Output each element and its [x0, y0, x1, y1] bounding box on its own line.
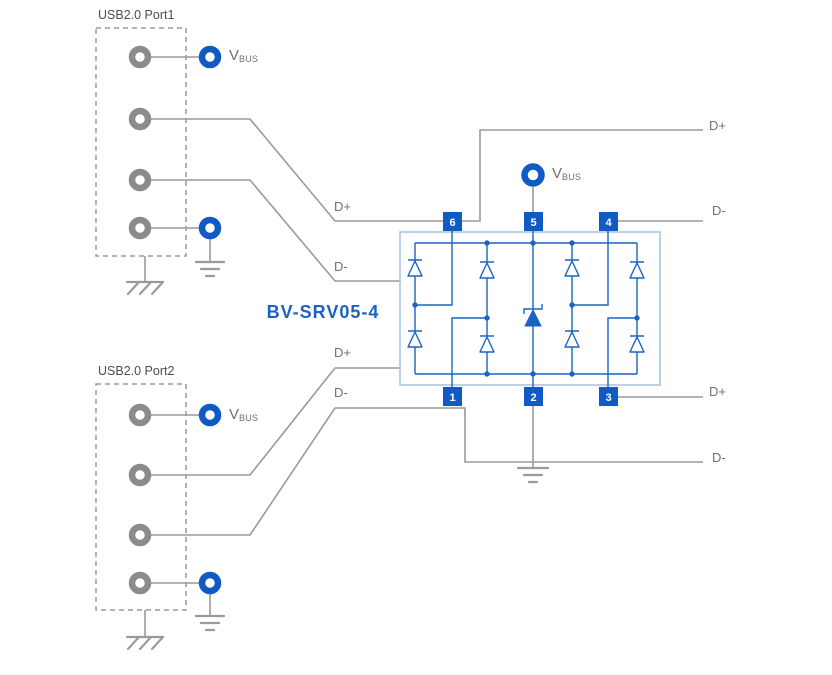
pin-number-3: 3	[605, 392, 611, 404]
diode-column-2	[479, 243, 495, 374]
ic-body	[399, 231, 661, 386]
port1-vbus-terminal	[198, 45, 222, 69]
diode-column-3	[564, 243, 580, 374]
pin-box-6	[443, 212, 462, 231]
earth-ground-port2	[194, 614, 226, 632]
port2-pin-dplus	[128, 463, 152, 487]
wire-port1-dminus	[151, 179, 401, 282]
port1-shield-terminal	[198, 216, 222, 240]
diode-column-1	[407, 243, 423, 374]
diode-icon	[407, 331, 423, 348]
diode-icon	[564, 260, 580, 277]
port1-pin-dminus	[128, 168, 152, 192]
ic-pin1-stub	[451, 317, 487, 387]
port2-shield-terminal	[198, 571, 222, 595]
label-port2-dminus: D-	[334, 385, 348, 400]
port2-connector	[95, 383, 187, 611]
pin-number-5: 5	[530, 217, 536, 229]
port2-pin-dminus	[128, 523, 152, 547]
label-port1-dplus: D+	[334, 199, 351, 214]
pin-number-1: 1	[449, 392, 455, 404]
port2-vbus-terminal	[198, 403, 222, 427]
port2-outline	[95, 383, 187, 611]
pin-box-2	[524, 387, 543, 406]
ic-part-number: BV-SRV05-4	[266, 302, 380, 322]
pin-number-4: 4	[605, 217, 612, 229]
port1-outline	[95, 27, 187, 257]
diode-column-4	[629, 243, 645, 374]
port2-pin-shield	[128, 571, 152, 595]
ic-internal-circuit	[407, 231, 645, 387]
vbus-main-text: V	[229, 47, 240, 64]
pin-box-3	[599, 387, 618, 406]
chassis-ground-port1	[125, 280, 165, 296]
diode-icon	[407, 260, 423, 277]
vbus-sub-text: BUS	[239, 413, 259, 423]
label-right-dplus-top: D+	[709, 118, 726, 133]
label-port2-dplus: D+	[334, 345, 351, 360]
ic-pin3-stub	[607, 317, 637, 387]
port1-connector	[95, 27, 187, 257]
junction-dots	[412, 240, 640, 377]
port2-title: USB2.0 Port2	[98, 364, 175, 378]
wire-port2-dminus	[151, 407, 703, 536]
vbus-main-text: V	[229, 406, 240, 423]
wire-port2-dplus	[151, 367, 401, 476]
pin-box-4	[599, 212, 618, 231]
vbus-label-port1: VBUS	[229, 47, 258, 65]
pin-number-6: 6	[449, 217, 455, 229]
port1-pin-dplus	[128, 107, 152, 131]
port2-pin-vbus	[128, 403, 152, 427]
diode-icon	[629, 336, 645, 353]
port1-title: USB2.0 Port1	[98, 8, 175, 22]
label-right-dminus-top: D-	[712, 203, 726, 218]
label-right-dplus-bottom: D+	[709, 384, 726, 399]
ic-pin6-stub	[415, 231, 453, 306]
ic-pin4-stub	[572, 231, 609, 306]
wires	[144, 56, 703, 637]
vbus-label-center: VBUS	[552, 165, 581, 183]
zener-icon	[524, 309, 542, 327]
pin-box-5	[524, 212, 543, 231]
vbus-center-terminal	[521, 163, 545, 187]
pin-number-2: 2	[530, 392, 536, 404]
port1-pin-shield	[128, 216, 152, 240]
wire-port1-dplus	[151, 118, 703, 222]
diode-icon	[479, 262, 495, 279]
earth-ground-pin2	[516, 466, 550, 484]
earth-ground-port1	[194, 260, 226, 278]
vbus-sub-text: BUS	[562, 172, 582, 182]
label-right-dminus-bottom: D-	[712, 450, 726, 465]
port1-pin-vbus	[128, 45, 152, 69]
ic-srv05-4: 6 5 4 1 2 3	[399, 212, 661, 406]
diode-icon	[564, 331, 580, 348]
diode-icon	[479, 336, 495, 353]
vbus-main-text: V	[552, 165, 563, 182]
zener-diode	[523, 243, 543, 374]
diode-icon	[629, 262, 645, 279]
vbus-sub-text: BUS	[239, 54, 259, 64]
ic-pin-boxes: 6 5 4 1 2 3	[443, 212, 618, 406]
label-port1-dminus: D-	[334, 259, 348, 274]
pin-box-1	[443, 387, 462, 406]
vbus-label-port2: VBUS	[229, 406, 258, 424]
chassis-ground-port2	[125, 635, 165, 651]
